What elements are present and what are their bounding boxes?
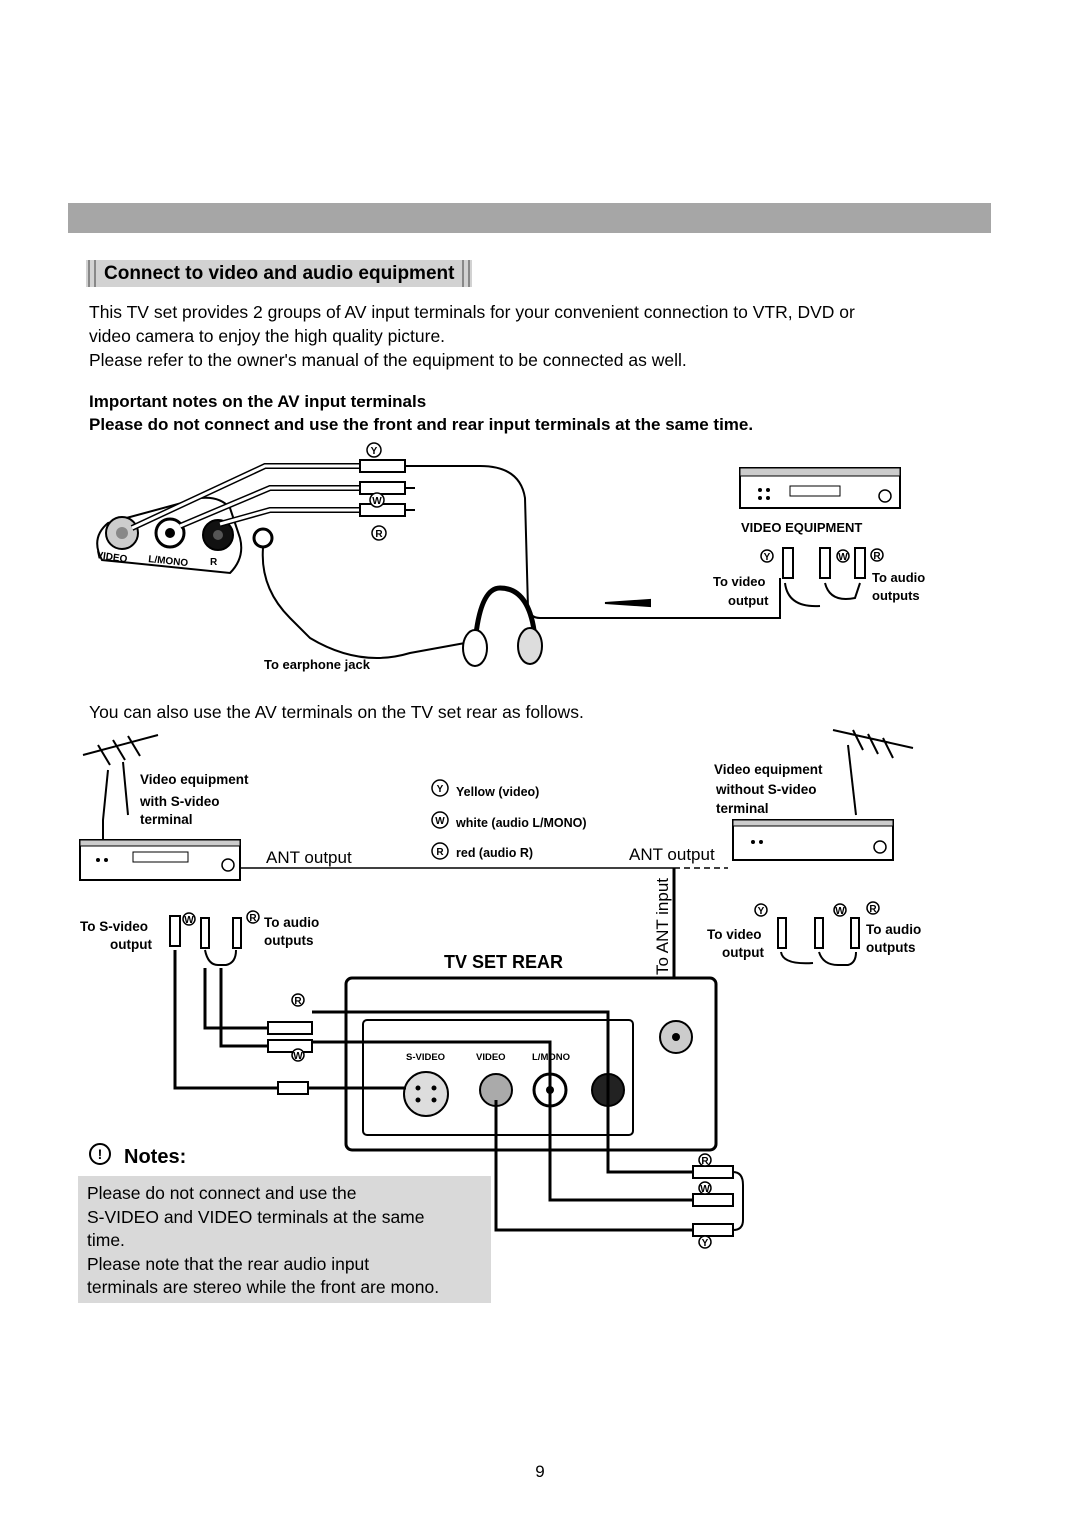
front-video-equipment-icon xyxy=(739,467,901,509)
left-equipment-label-3: terminal xyxy=(140,812,193,827)
notes-line-5: terminals are stereo while the front are… xyxy=(87,1277,440,1297)
intro-line-3: Please refer to the owner's manual of th… xyxy=(89,350,687,370)
svg-text:Y: Y xyxy=(758,906,765,917)
svg-text:W: W xyxy=(293,1051,303,1062)
video-equipment-label: VIDEO EQUIPMENT xyxy=(741,520,862,535)
svg-text:W: W xyxy=(838,552,848,563)
ant-output-right-label: ANT output xyxy=(629,845,715,864)
svg-text:R: R xyxy=(436,847,444,858)
front-output-label: output xyxy=(728,593,769,608)
svg-text:W: W xyxy=(435,816,445,827)
rear-plug-markers: R W R W Y xyxy=(291,993,712,1249)
left-output-markers: W R xyxy=(182,910,260,926)
legend-yellow: Yellow (video) xyxy=(456,785,539,799)
page-number: 9 xyxy=(535,1462,545,1481)
right-output-markers: Y W R xyxy=(754,901,880,917)
svg-text:Y: Y xyxy=(764,552,771,563)
front-jack-panel: VIDEO L/MONO R xyxy=(96,496,274,575)
notes-title: Notes: xyxy=(124,1146,187,1168)
earphone-jack-label: To earphone jack xyxy=(264,657,371,672)
svg-text:W: W xyxy=(835,906,845,917)
svg-text:R: R xyxy=(375,529,383,540)
right-output-label: output xyxy=(722,945,764,960)
important-title: Important notes on the AV input terminal… xyxy=(89,392,427,411)
front-connection-diagram: VIDEO L/MONO R Y W R xyxy=(96,442,925,672)
right-to-video-label: To video xyxy=(707,927,762,942)
front-earphone-jack-icon xyxy=(252,527,274,549)
svg-text:R: R xyxy=(249,913,257,924)
heading-bars-right xyxy=(462,260,471,287)
rear-connection-diagram: Video equipment with S-video terminal Y … xyxy=(79,729,921,1249)
ant-output-left-label: ANT output xyxy=(266,848,352,867)
notes-line-2: S-VIDEO and VIDEO terminals at the same xyxy=(87,1206,425,1227)
rear-video-label: VIDEO xyxy=(476,1052,506,1063)
to-svideo-label: To S-video xyxy=(80,919,148,934)
front-to-video-label: To video xyxy=(713,574,766,589)
front-label-video: VIDEO xyxy=(96,550,129,565)
rear-intro: You can also use the AV terminals on the… xyxy=(89,702,584,722)
front-output-markers: Y W R xyxy=(760,548,884,563)
svg-text:W: W xyxy=(184,915,194,926)
front-to-audio-label: To audio xyxy=(872,570,925,585)
left-video-equipment-icon xyxy=(79,839,241,881)
notes-line-4: Please note that the rear audio input xyxy=(87,1253,370,1274)
right-to-audio-label: To audio xyxy=(866,922,921,937)
front-output-plugs xyxy=(782,547,866,608)
right-output-plugs xyxy=(777,917,860,966)
warning-icon: ! xyxy=(89,1143,111,1165)
svg-text:Y: Y xyxy=(702,1238,709,1249)
front-rca-plugs xyxy=(359,459,781,619)
right-video-equipment-icon xyxy=(732,819,894,861)
front-plug-markers: Y W R xyxy=(366,442,387,541)
svg-text:Y: Y xyxy=(371,446,378,457)
right-equipment-label-2: without S-video xyxy=(715,782,817,797)
section-heading: Connect to video and audio equipment xyxy=(86,260,473,287)
svg-text:R: R xyxy=(701,1156,709,1167)
svg-text:R: R xyxy=(873,551,881,562)
front-label-r: R xyxy=(210,557,218,568)
important-warning: Please do not connect and use the front … xyxy=(89,415,754,434)
tv-set-rear-label: TV SET REAR xyxy=(444,952,563,972)
front-outputs-label: outputs xyxy=(872,588,920,603)
left-to-audio-label: To audio xyxy=(264,915,319,930)
svg-text:W: W xyxy=(372,496,382,507)
ant-input-label: To ANT input xyxy=(653,878,672,975)
header-bar xyxy=(68,203,991,233)
right-outputs-label: outputs xyxy=(866,940,916,955)
svg-text:R: R xyxy=(869,904,877,915)
left-equipment-label-1: Video equipment xyxy=(140,772,249,787)
left-output-plugs xyxy=(169,915,242,966)
front-label-lmono: L/MONO xyxy=(148,554,189,569)
intro-line-2: video camera to enjoy the high quality p… xyxy=(89,326,446,346)
color-legend: Y W R xyxy=(431,779,449,860)
notes-line-3: time. xyxy=(87,1230,125,1250)
heading-bars-left xyxy=(88,260,96,287)
svg-text:Y: Y xyxy=(437,784,444,795)
left-outputs-label: outputs xyxy=(264,933,314,948)
svg-text:R: R xyxy=(294,996,302,1007)
headphones-icon xyxy=(261,547,543,667)
svideo-output-label: output xyxy=(110,937,152,952)
right-antenna-icon xyxy=(832,729,914,816)
svg-text:W: W xyxy=(700,1184,710,1195)
arrow-icon xyxy=(604,598,651,608)
legend-red: red (audio R) xyxy=(456,846,533,860)
legend-white: white (audio L/MONO) xyxy=(455,816,587,830)
rear-svideo-label: S-VIDEO xyxy=(406,1052,445,1063)
right-equipment-label-3: terminal xyxy=(716,801,769,816)
notes-box: Please do not connect and use the S-VIDE… xyxy=(78,1176,491,1303)
section-heading-text: Connect to video and audio equipment xyxy=(104,263,455,284)
notes-line-1: Please do not connect and use the xyxy=(87,1183,357,1203)
intro-line-1: This TV set provides 2 groups of AV inpu… xyxy=(89,302,855,322)
left-antenna-icon xyxy=(82,734,159,842)
rear-cables xyxy=(173,950,693,1232)
rear-svideo-jack-icon xyxy=(403,1071,449,1117)
left-equipment-label-2: with S-video xyxy=(139,794,220,809)
right-equipment-label-1: Video equipment xyxy=(714,762,823,777)
tv-rear-panel xyxy=(344,976,718,1152)
